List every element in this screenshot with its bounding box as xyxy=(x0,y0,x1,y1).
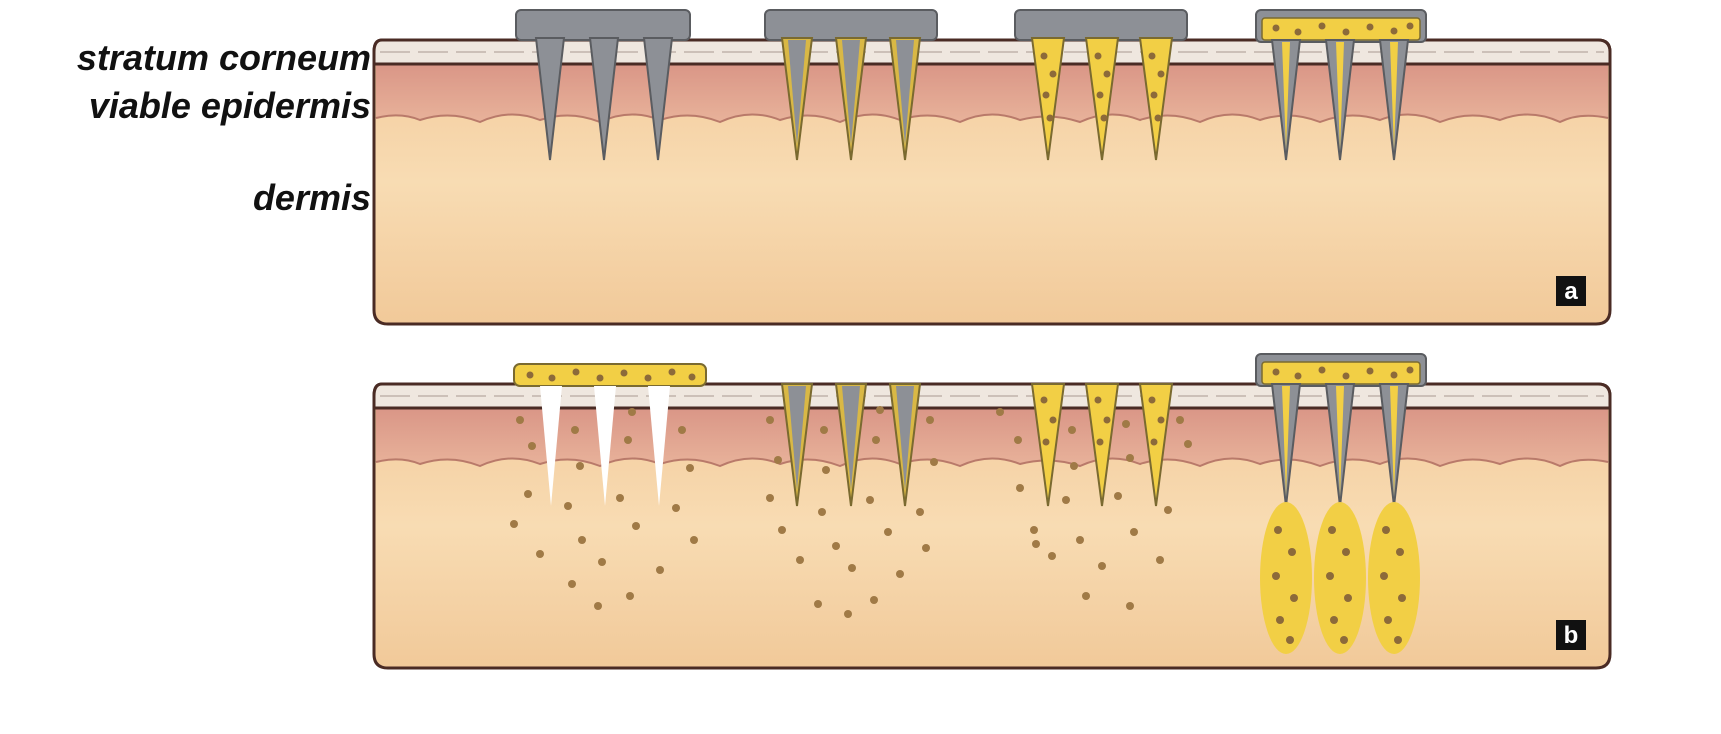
panel-b-badge-text: b xyxy=(1564,622,1579,649)
dissolving-needle-base-a xyxy=(1015,10,1187,40)
drug-depots-b xyxy=(1260,502,1420,654)
viable-epidermis-layer-b xyxy=(376,406,1608,466)
panel-a-badge-text: a xyxy=(1564,278,1578,305)
solid-needle-base-a xyxy=(516,10,690,40)
panel-b: b xyxy=(374,354,1610,668)
drug-patch-b xyxy=(514,364,706,386)
coated-needle-base-a xyxy=(765,10,937,40)
panel-a: a xyxy=(374,10,1610,324)
